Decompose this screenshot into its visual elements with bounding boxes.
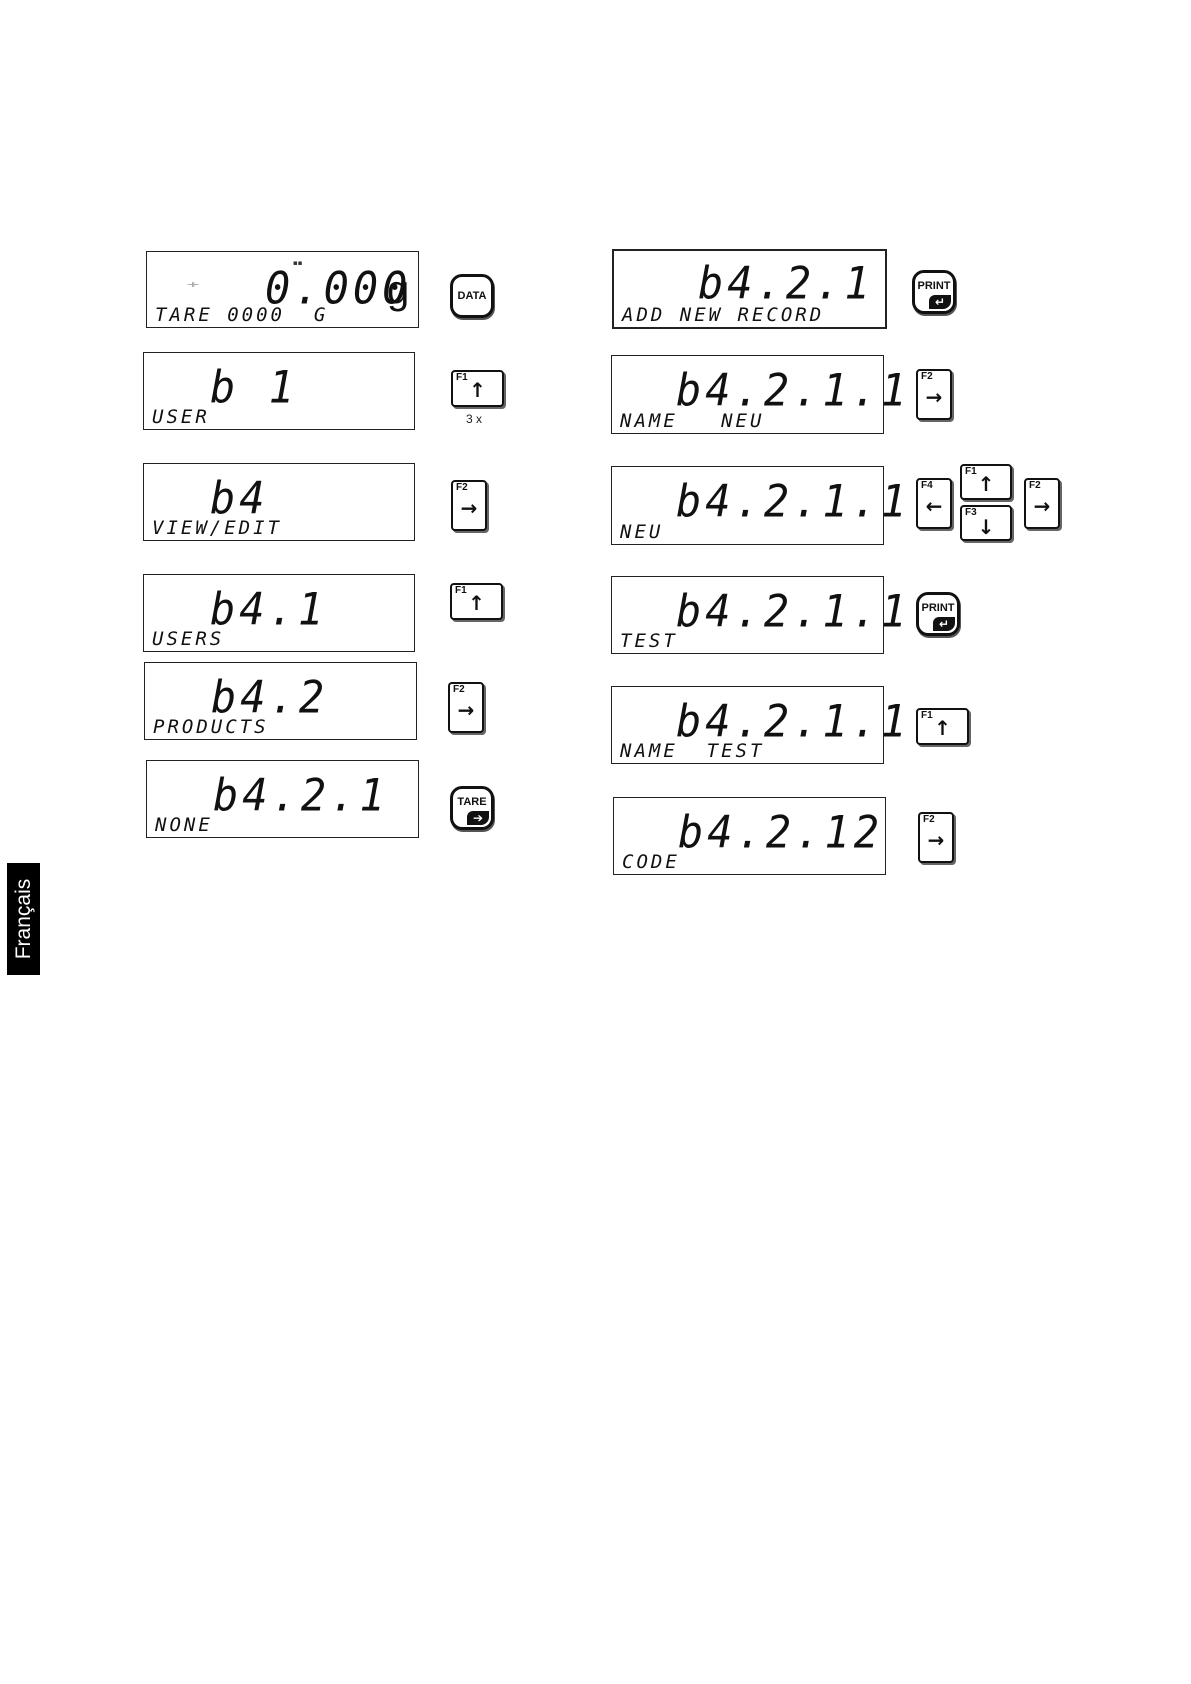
print-key[interactable]: PRINT ↵ <box>912 270 956 314</box>
f2-right-key[interactable]: F2 → <box>451 480 487 531</box>
arrow-up-icon: ↑ <box>452 593 501 613</box>
display-b4-1-users: b4.1 USERS <box>143 574 415 652</box>
repeat-note: 3 x <box>466 412 482 426</box>
f1-up-key[interactable]: F1 ↑ <box>960 464 1012 500</box>
f3-down-key[interactable]: F3 ↓ <box>960 505 1012 541</box>
display-test: b4.2.1.1 TEST <box>611 576 884 654</box>
f4-label: F4 <box>921 481 933 491</box>
print-key-label: PRINT <box>915 281 953 292</box>
display-sub-text: ADD NEW RECORD <box>622 306 824 325</box>
display-main-value: b4 <box>210 477 269 521</box>
f2-right-key[interactable]: F2 → <box>916 369 952 420</box>
language-tab-label: Français <box>12 879 36 960</box>
display-sub-text: NAME NEU <box>620 412 764 431</box>
display-sub-text: USERS <box>152 630 224 649</box>
display-b4-2-1-none: b4.2.1 NONE <box>146 760 419 838</box>
arrow-up-icon: ↑ <box>962 474 1010 494</box>
arrow-right-icon: → <box>450 700 482 720</box>
tare-key-label: TARE <box>453 797 491 808</box>
display-sub-text: PRODUCTS <box>153 718 269 737</box>
arrow-up-icon: ↑ <box>453 380 502 400</box>
display-main-value: b4.2.1.1 <box>676 590 910 634</box>
enter-icon: ↵ <box>933 617 955 631</box>
f1-up-key[interactable]: F1 ↑ <box>451 370 504 407</box>
display-main-value: b4.1 <box>210 588 327 632</box>
data-key[interactable]: DATA <box>450 274 494 318</box>
f2-label: F2 <box>456 483 468 493</box>
f2-right-key[interactable]: F2 → <box>918 812 954 863</box>
display-indicator-left: ⊣⊢ <box>187 282 199 289</box>
f1-up-key[interactable]: F1 ↑ <box>450 583 503 620</box>
display-main-value: b4.2.12 <box>678 811 883 855</box>
arrow-right-icon: → <box>453 498 485 518</box>
display-main-value: b 1 <box>210 366 298 410</box>
language-tab: Français <box>7 863 40 975</box>
tare-key[interactable]: TARE ➔ <box>450 786 494 830</box>
f2-label: F2 <box>453 685 465 695</box>
display-sub-text: USER <box>152 408 210 427</box>
f2-right-key[interactable]: F2 → <box>1024 478 1060 529</box>
display-main-value: b4.2 <box>211 676 328 720</box>
f2-label: F2 <box>923 815 935 825</box>
display-main-value: b4.2.1.1 <box>676 369 910 413</box>
display-name-neu: b4.2.1.1 NAME NEU <box>611 355 884 434</box>
arrow-right-icon: ➔ <box>467 811 489 825</box>
f2-label: F2 <box>921 372 933 382</box>
f2-right-key[interactable]: F2 → <box>448 682 484 733</box>
display-sub-text: TARE 0000 G <box>155 306 328 325</box>
f2-label: F2 <box>1029 481 1041 491</box>
display-name-test: b4.2.1.1 NAME TEST <box>611 686 884 764</box>
display-b4-2-products: b4.2 PRODUCTS <box>144 662 417 740</box>
arrow-left-icon: ← <box>918 496 950 516</box>
display-sub-text: NAME TEST <box>620 742 764 761</box>
print-key[interactable]: PRINT ↵ <box>916 592 960 636</box>
display-sub-text: CODE <box>622 853 680 872</box>
display-unit: g <box>387 270 409 310</box>
data-key-label: DATA <box>453 291 491 302</box>
display-tare-weight: ▪▪ ⊣⊢ 0.000 g TARE 0000 G <box>146 251 419 328</box>
display-sub-text: VIEW/EDIT <box>152 519 282 538</box>
arrow-down-icon: ↓ <box>962 517 1010 537</box>
display-b4-view-edit: b4 VIEW/EDIT <box>143 463 415 541</box>
enter-icon: ↵ <box>929 295 951 309</box>
arrow-up-icon: ↑ <box>918 718 967 738</box>
arrow-right-icon: → <box>1026 496 1058 516</box>
display-sub-text: NONE <box>155 816 213 835</box>
print-key-label: PRINT <box>919 603 957 614</box>
display-b1-user: b 1 USER <box>143 352 415 430</box>
display-sub-text: NEU <box>620 523 663 542</box>
display-main-value: b4.2.1.1 <box>676 480 910 524</box>
f4-left-key[interactable]: F4 ← <box>916 478 952 529</box>
display-main-value: b4.2.1 <box>213 774 389 818</box>
display-code: b4.2.12 CODE <box>613 797 886 875</box>
display-add-new-record: b4.2.1 ADD NEW RECORD <box>612 249 887 329</box>
display-main-value: b4.2.1 <box>698 262 874 306</box>
arrow-right-icon: → <box>920 830 952 850</box>
display-sub-text: TEST <box>620 632 678 651</box>
display-neu: b4.2.1.1 NEU <box>611 466 884 545</box>
arrow-right-icon: → <box>918 387 950 407</box>
f1-up-key[interactable]: F1 ↑ <box>916 708 969 745</box>
display-main-value: b4.2.1.1 <box>676 700 910 744</box>
